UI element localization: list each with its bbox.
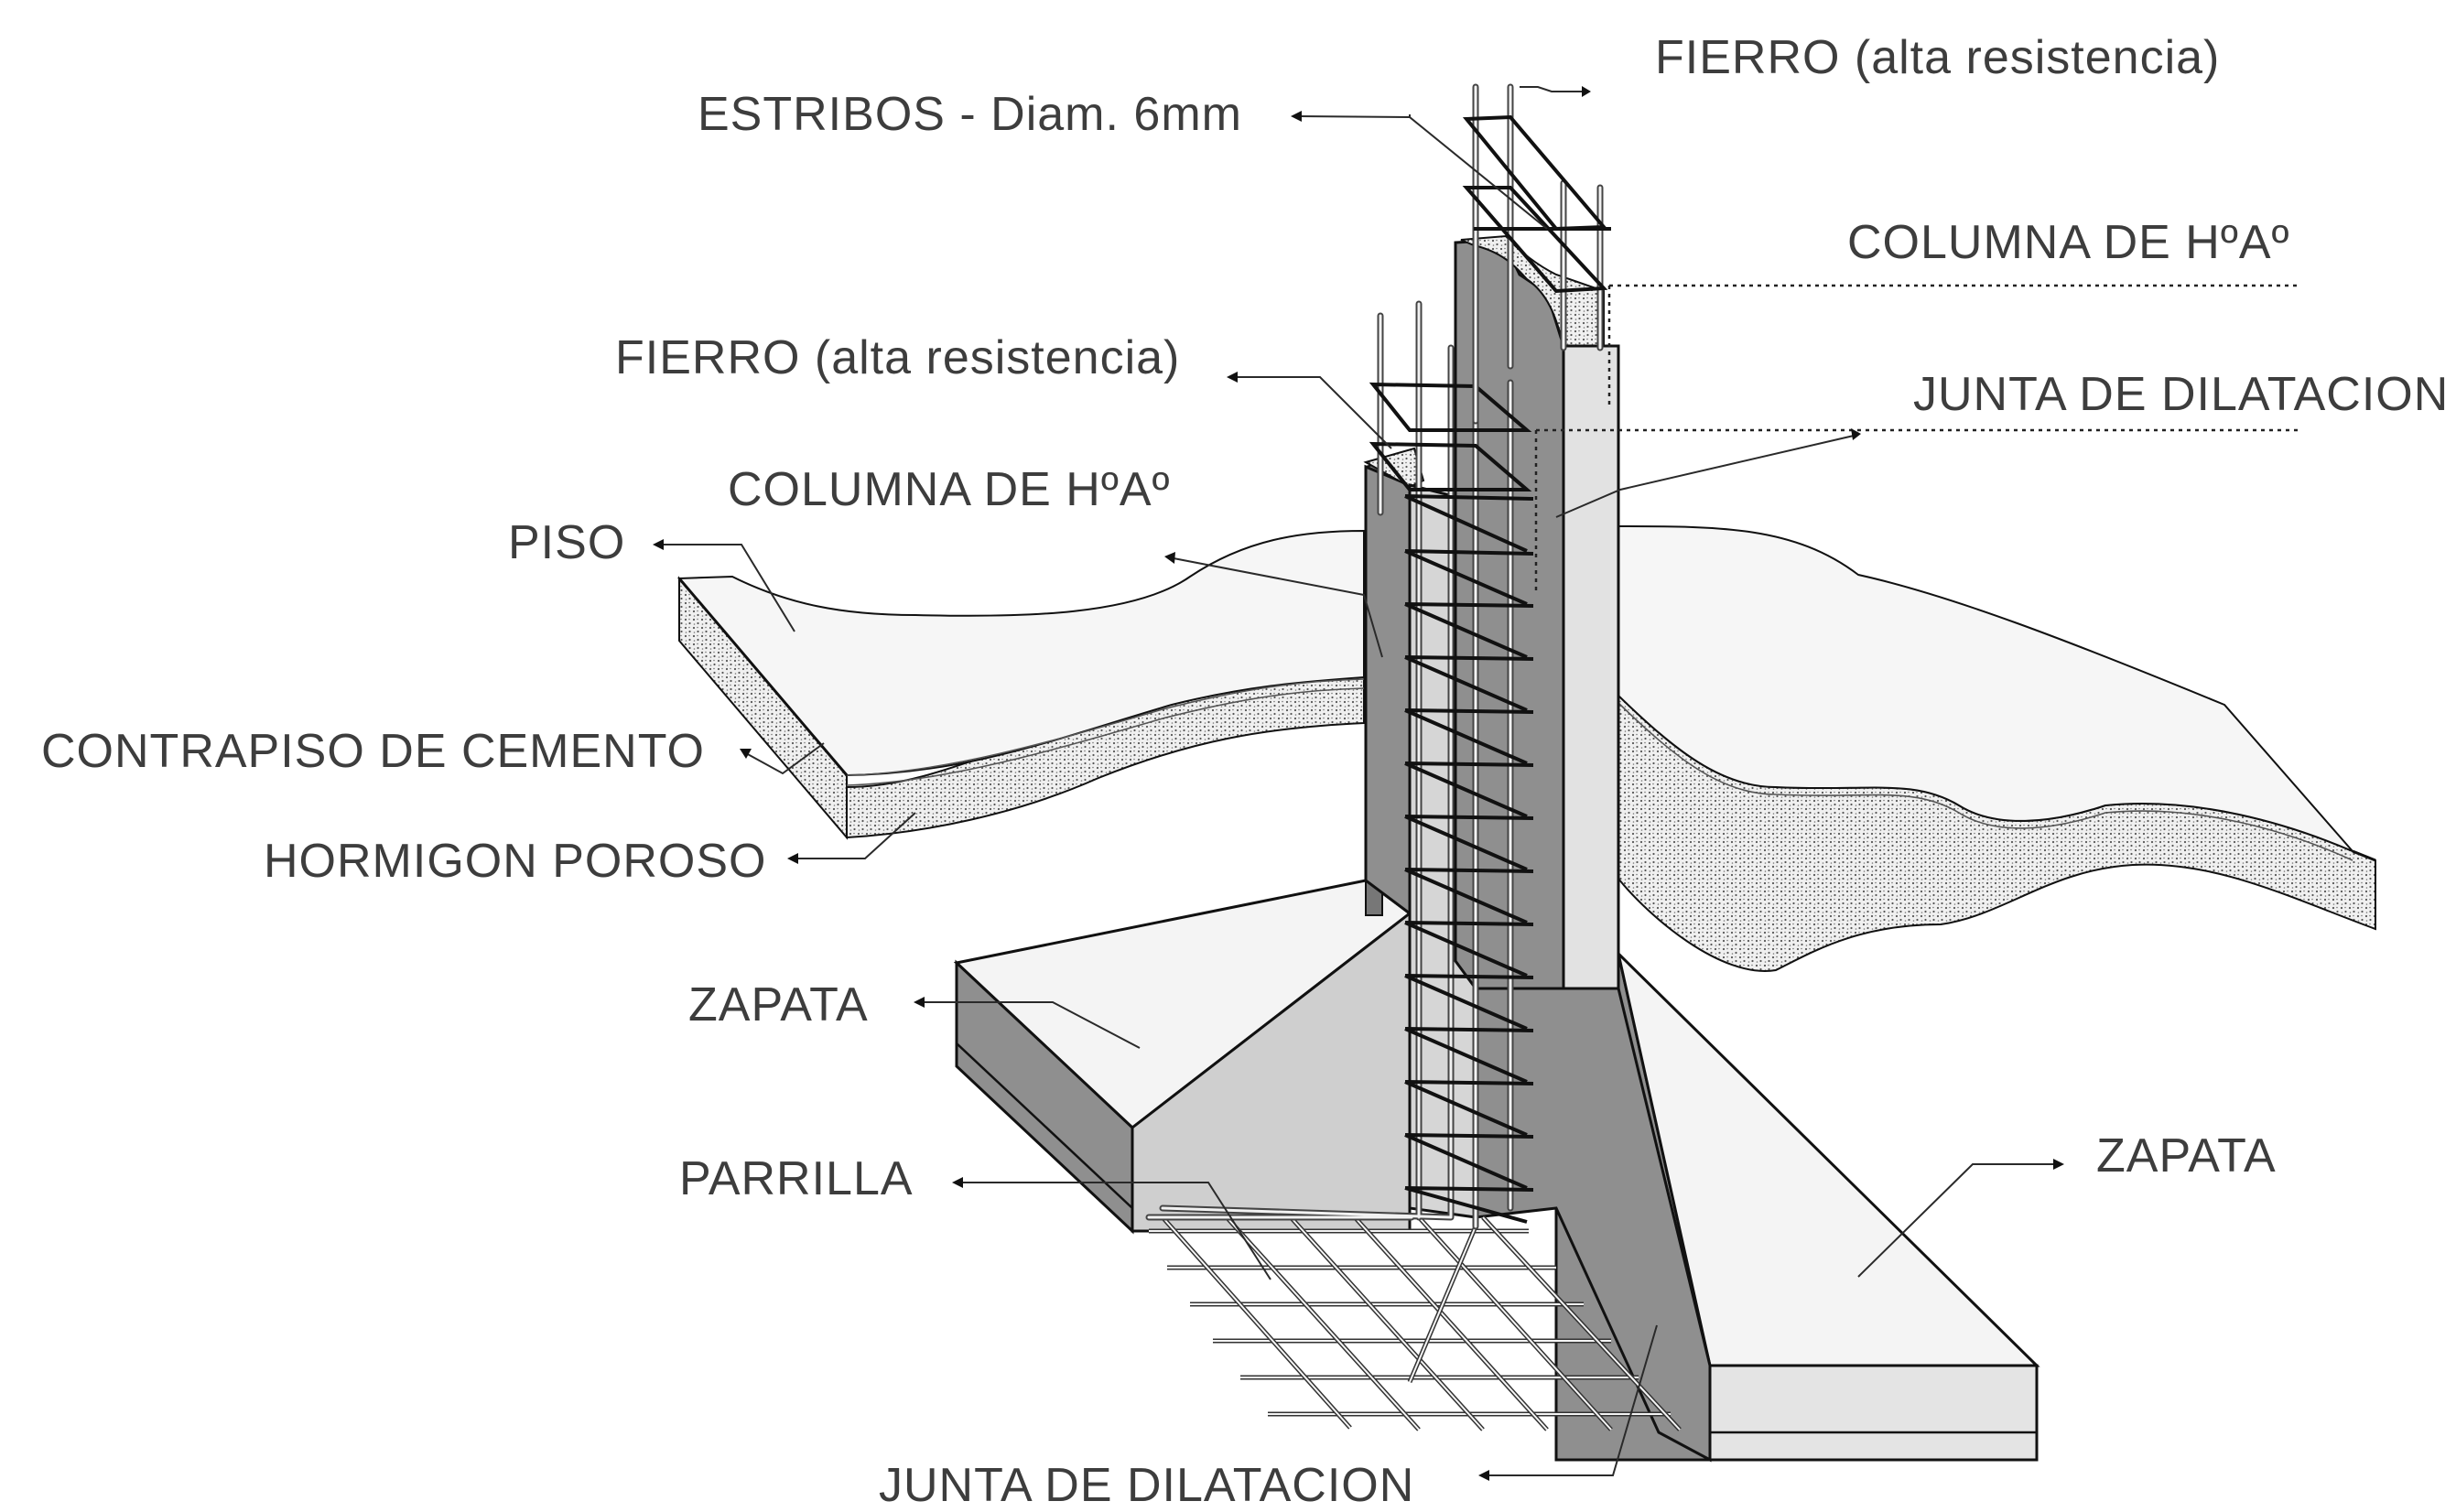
label-junta-bottom-text: JUNTA DE DILATACION (879, 1459, 1414, 1512)
leader-fierro-left (1234, 376, 1392, 449)
label-junta-bottom: JUNTA DE DILATACION (879, 1324, 1658, 1512)
label-zapata-right-text: ZAPATA (2096, 1129, 2277, 1183)
label-fierro-left-text: FIERRO (alta resistencia) (615, 331, 1180, 384)
arrow-head (653, 539, 664, 550)
leader-junta-top (1555, 435, 1855, 518)
label-zapata-right: ZAPATA (1857, 1129, 2277, 1278)
label-zapata-left-text: ZAPATA (688, 978, 869, 1031)
left-footing (953, 879, 1412, 1235)
label-junta-top: JUNTA DE DILATACION (1534, 368, 2449, 590)
arrow-head (1227, 372, 1238, 383)
label-columna-left: COLUMNA DE HºAº (728, 463, 1383, 658)
label-junta-top-text: JUNTA DE DILATACION (1913, 368, 2449, 421)
arrow-head (787, 853, 798, 864)
label-estribos-text: ESTRIBOS - Diam. 6mm (698, 88, 1242, 141)
leader-estribos (1297, 114, 1548, 230)
parrilla-grid (1149, 1215, 1682, 1431)
leader-parrilla (961, 1182, 1271, 1280)
leader-hormigon (796, 812, 916, 859)
left-column-stirrups (1369, 382, 1534, 1224)
label-columna-right-text: COLUMNA DE HºAº (1847, 216, 2290, 269)
left-column-rebar (1145, 300, 1534, 1230)
leader-zapata-right (1857, 1163, 2055, 1278)
arrow-head (1478, 1470, 1489, 1481)
label-fierro-left: FIERRO (alta resistencia) (615, 331, 1392, 449)
leader-columna-left (1173, 557, 1383, 658)
leader-piso (661, 544, 795, 632)
label-estribos: ESTRIBOS - Diam. 6mm (698, 88, 1548, 230)
leader-zapata-left (923, 1001, 1141, 1049)
label-parrilla: PARRILLA (679, 1152, 1271, 1280)
grid-bars-diagonal (1161, 1215, 1682, 1431)
label-piso: PISO (508, 516, 795, 632)
label-columna-right: COLUMNA DE HºAº (1607, 216, 2299, 407)
label-contrapiso-text: CONTRAPISO DE CEMENTO (41, 725, 705, 778)
arrow-head (1164, 552, 1175, 564)
arrow-head (740, 749, 752, 759)
grid-bars-horizontal (1149, 1228, 1671, 1417)
left-floor-slab (676, 529, 1365, 840)
arrow-head (1851, 428, 1861, 440)
arrow-head (1582, 86, 1591, 97)
right-floor-slab (1617, 524, 2376, 972)
label-parrilla-text: PARRILLA (679, 1152, 914, 1205)
label-fierro-top: FIERRO (alta resistencia) (1520, 31, 2220, 97)
label-zapata-left: ZAPATA (688, 978, 1141, 1049)
label-hormigon-text: HORMIGON POROSO (264, 835, 766, 888)
leader-junta-bottom (1488, 1324, 1658, 1476)
arrow-head (914, 997, 925, 1008)
label-fierro-top-text: FIERRO (alta resistencia) (1655, 31, 2220, 84)
arrow-head (1291, 111, 1302, 122)
label-contrapiso: CONTRAPISO DE CEMENTO (41, 725, 825, 778)
label-piso-text: PISO (508, 516, 625, 569)
leader-fierro-top (1520, 86, 1582, 92)
label-columna-left-text: COLUMNA DE HºAº (728, 463, 1171, 516)
arrow-head (2053, 1159, 2064, 1170)
label-hormigon: HORMIGON POROSO (264, 812, 916, 888)
leader-contrapiso (745, 742, 825, 775)
arrow-head (952, 1177, 963, 1188)
